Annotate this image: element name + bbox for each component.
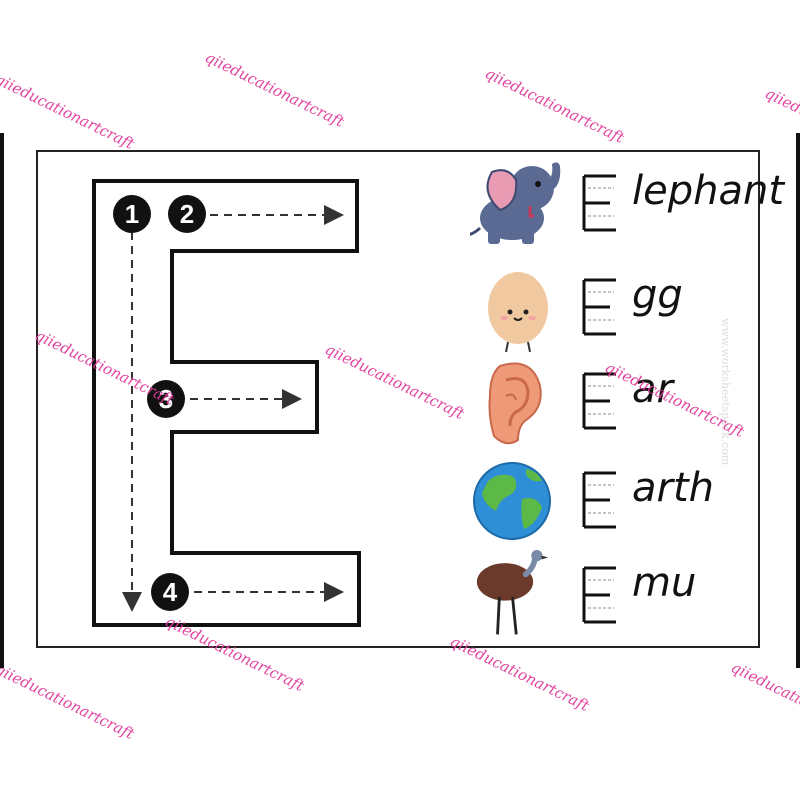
svg-text:1: 1 [125, 199, 139, 229]
letter-e-trace-box [582, 471, 616, 529]
site-url-watermark: www.worksheetspack.com [719, 318, 732, 466]
letter-e-trace-box [582, 566, 616, 624]
word-suffix: gg [632, 272, 683, 318]
ear-icon [488, 362, 542, 445]
step-2-badge: 2 [168, 195, 206, 233]
step-3-badge: 3 [147, 380, 185, 418]
svg-text:2: 2 [180, 199, 194, 229]
earth-icon [473, 462, 551, 540]
word-row-elephant: lephant [470, 158, 784, 248]
svg-text:4: 4 [163, 577, 178, 607]
word-row-emu: mu [470, 550, 770, 640]
word-row-earth: arth [470, 455, 770, 545]
letter-e-trace-box [582, 174, 616, 232]
letter-e-trace-box [582, 372, 616, 430]
step-1-badge: 1 [113, 195, 151, 233]
letter-e-trace-box [582, 278, 616, 336]
emu-icon [476, 550, 549, 635]
word-row-egg: gg [470, 262, 770, 352]
svg-text:3: 3 [159, 384, 173, 414]
egg-icon [488, 272, 548, 352]
word-suffix: arth [632, 465, 714, 511]
word-suffix: ar [632, 366, 673, 412]
elephant-icon [470, 162, 561, 244]
step-4-badge: 4 [151, 573, 189, 611]
word-suffix: lephant [632, 168, 785, 214]
right-edge-bar [796, 133, 800, 668]
letter-e-outline [92, 179, 361, 627]
word-row-ear: ar [470, 356, 770, 446]
left-edge-bar [0, 133, 4, 668]
word-suffix: mu [632, 560, 697, 606]
